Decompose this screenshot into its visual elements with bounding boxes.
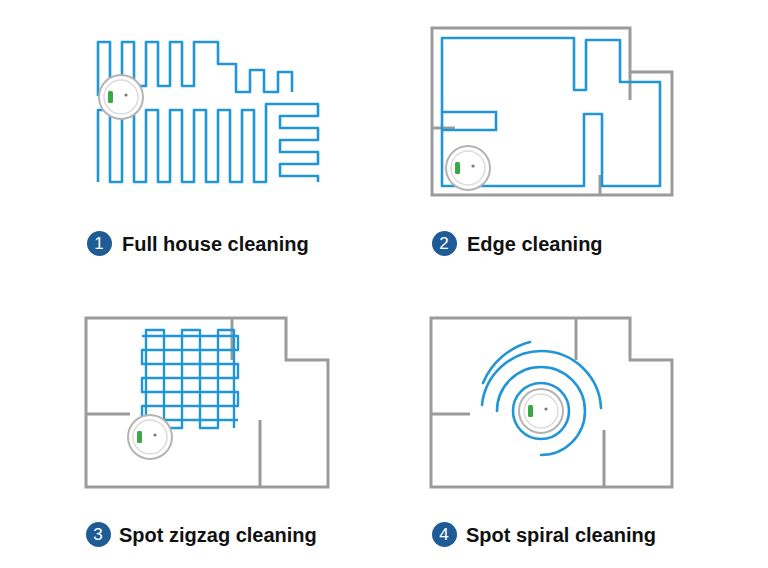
callout-circle: 2 bbox=[432, 231, 457, 256]
spiral-path bbox=[482, 342, 601, 455]
robot-vacuum bbox=[446, 146, 490, 190]
room-walls bbox=[86, 318, 328, 487]
full-house-path bbox=[98, 42, 318, 182]
callout-circle: 1 bbox=[87, 231, 112, 256]
room-walls bbox=[432, 28, 672, 195]
robot-vacuum bbox=[99, 75, 143, 119]
callout-circle: 4 bbox=[432, 522, 457, 547]
callout-number: 4 bbox=[439, 526, 448, 543]
edge-path-notch bbox=[442, 112, 496, 130]
mode-caption: Spot zigzag cleaning bbox=[119, 524, 317, 546]
robot-vacuum bbox=[519, 389, 563, 433]
robot-vacuum bbox=[128, 415, 172, 459]
callout-number: 2 bbox=[439, 235, 448, 252]
callout-number: 3 bbox=[93, 526, 102, 543]
mode-caption: Full house cleaning bbox=[122, 233, 309, 255]
mode-caption: Spot spiral cleaning bbox=[466, 524, 656, 546]
callout-circle: 3 bbox=[86, 522, 111, 547]
callout-number: 1 bbox=[94, 235, 103, 252]
mode-caption: Edge cleaning bbox=[467, 233, 603, 255]
room-walls bbox=[431, 318, 672, 487]
